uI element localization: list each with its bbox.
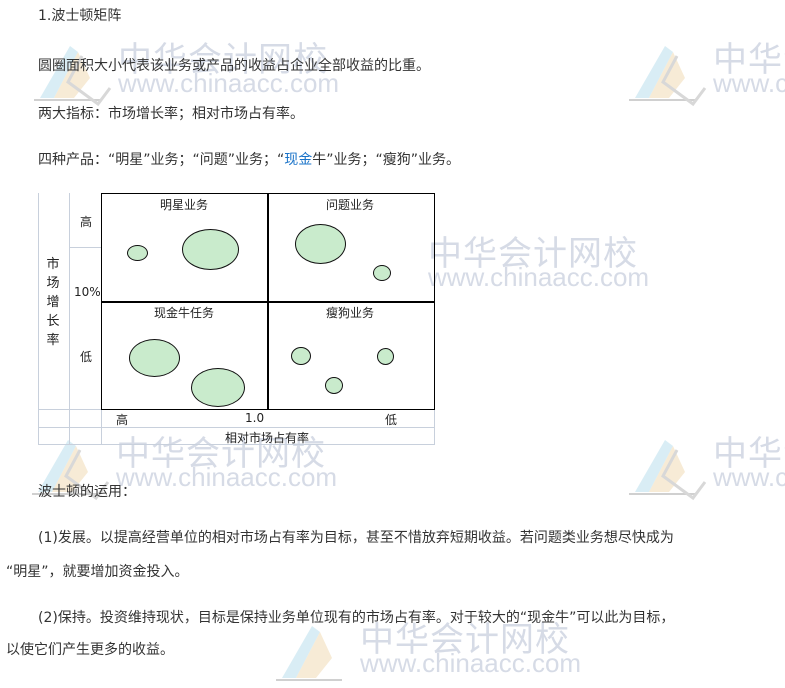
bubble-dog-3 bbox=[325, 377, 343, 394]
bubble-star-large bbox=[182, 229, 239, 270]
bubble-question-large bbox=[295, 224, 346, 264]
four-products-text-a: 四种产品：“明星”业务；“问题”业务；“ bbox=[38, 152, 285, 168]
cash-link[interactable]: 现金 bbox=[284, 152, 313, 168]
watermark-logo-icon bbox=[276, 626, 342, 681]
watermark-cn: 中华会计网校 bbox=[428, 234, 638, 274]
paragraph-bubble-meaning: 圆圈面积大小代表该业务或产品的收益占企业全部收益的比重。 bbox=[38, 58, 430, 74]
usage-item-develop-line1: (1)发展。以提高经营单位的相对市场占有率为目标，甚至不惜放弃短期收益。若问题类… bbox=[38, 530, 674, 546]
watermark-cn: 中华会计网校 bbox=[713, 434, 785, 474]
watermark-logo-icon bbox=[629, 46, 707, 107]
bubble-cashcow-2 bbox=[191, 368, 245, 407]
x-axis-label: 相对市场占有率 bbox=[225, 431, 310, 445]
section-heading: 1.波士顿矩阵 bbox=[38, 8, 122, 24]
usage-item-maintain-line2: 以使它们产生更多的收益。 bbox=[6, 642, 174, 658]
quadrant-title-question: 问题业务 bbox=[326, 198, 375, 212]
x-tick-1: 1.0 bbox=[245, 411, 265, 425]
bubble-star-small bbox=[127, 245, 148, 261]
bubble-dog-1 bbox=[291, 347, 311, 365]
watermark-en: www.chinaacc.com bbox=[713, 68, 785, 98]
x-tick-high: 高 bbox=[116, 413, 129, 427]
y-axis-label: 市场增长率 bbox=[46, 257, 60, 348]
y-tick-low: 低 bbox=[80, 350, 93, 364]
quadrant-title-star: 明星业务 bbox=[160, 198, 209, 212]
y-tick-high: 高 bbox=[80, 215, 93, 229]
bubble-question-small bbox=[373, 265, 391, 281]
x-tick-low: 低 bbox=[385, 413, 398, 427]
usage-title: 波士顿的运用： bbox=[38, 484, 136, 500]
usage-item-develop-line2: “明星”，就要增加资金投入。 bbox=[6, 564, 189, 580]
y-tick-10pct: 10% bbox=[74, 285, 101, 299]
watermark-en: www.chinaacc.com bbox=[428, 262, 650, 292]
paragraph-two-indicators: 两大指标：市场增长率；相对市场占有率。 bbox=[38, 106, 304, 122]
usage-item-maintain-line1: (2)保持。投资维持现状，目标是保持业务单位现有的市场占有率。对于较大的“现金牛… bbox=[38, 610, 675, 626]
four-products-text-b: 牛”业务；“瘦狗”业务。 bbox=[312, 152, 461, 168]
watermark-en: www.chinaacc.com bbox=[116, 462, 338, 492]
paragraph-four-products: 四种产品：“明星”业务；“问题”业务；“现金牛”业务；“瘦狗”业务。 bbox=[38, 150, 460, 170]
quadrant-title-cashcow: 现金牛任务 bbox=[154, 306, 215, 320]
watermark-cn: 中华会计网校 bbox=[713, 40, 785, 80]
bubble-dog-2 bbox=[377, 348, 394, 365]
bubble-cashcow-1 bbox=[129, 339, 180, 377]
watermark-en: www.chinaacc.com bbox=[713, 462, 785, 492]
quadrant-title-dog: 瘦狗业务 bbox=[326, 306, 375, 320]
watermark-logo-icon bbox=[629, 440, 707, 501]
bcg-matrix-chart: 市场增长率 高 10% 低 明星业务 问题业务 现金牛任务 瘦狗业务 高 1.0… bbox=[38, 193, 435, 445]
